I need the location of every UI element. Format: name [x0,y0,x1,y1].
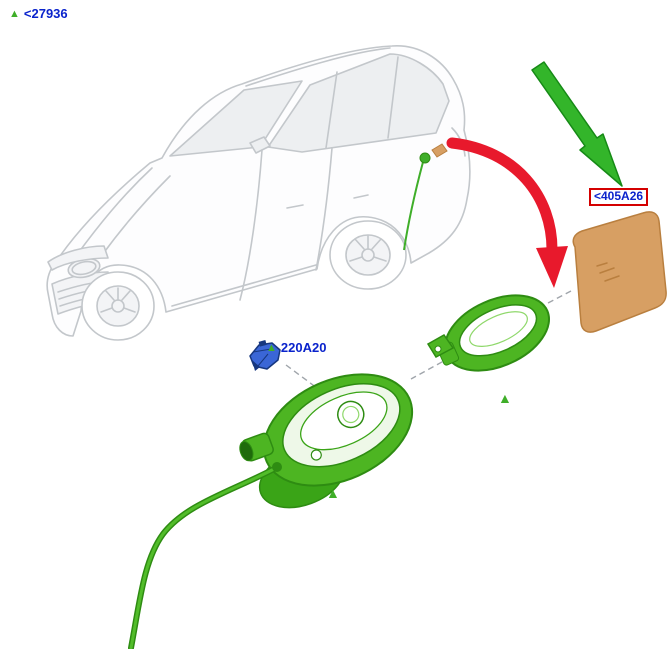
filler-clip-tan [431,143,448,158]
nozzle-opening [239,441,254,462]
car-headlight [47,245,109,271]
assembly-axis-dashes [285,290,572,389]
fuel-door-panel[interactable] [572,211,667,333]
car-windshield [169,80,303,157]
red-arrow-head [536,246,568,288]
car-hood-crease [99,175,171,259]
triangle-marker-icon: ▲ [266,341,277,354]
ring-inner [458,304,538,357]
fuel-filler-housing[interactable] [237,353,430,519]
car-door-handle [286,204,304,209]
filler-neck-hole [337,400,365,429]
part-number-27936[interactable]: <27936 [23,6,68,21]
ring-detail [469,311,528,347]
fuel-door-hinge-ring[interactable] [428,280,561,387]
part-label-405a26[interactable]: <405A26 [589,188,649,207]
spring-bracket[interactable] [426,334,455,358]
release-cable[interactable] [128,462,282,649]
car-roof-rail [245,47,391,87]
spokes [349,235,387,262]
part-label-27936[interactable]: ▲ <27936 [9,6,68,21]
spring-pin [434,345,442,353]
car-c-pillar-line [387,56,399,139]
filler-neck-hole-inner [342,405,360,424]
grommet-shadow [252,360,260,371]
car-door-handle [353,194,369,199]
car-rocker-line [171,264,317,307]
grommet-nub [258,340,267,347]
triangle-marker-icon: ▲ [9,7,20,20]
hinge-spring-part[interactable] [426,334,455,358]
spokes [100,287,136,313]
grommet-facets [252,348,272,367]
dash-segment [410,356,452,380]
latch-hole [310,449,322,461]
triangle-marker: ▲ [498,390,512,406]
rim [345,234,391,276]
rim [96,285,140,327]
cable-outer[interactable] [128,465,279,649]
ford-badge-inner [71,260,97,276]
red-motion-arrow [446,137,568,288]
front-wheel [81,271,155,341]
part-number-405a26[interactable]: <405A26 [594,189,644,203]
rear-wheel [329,220,407,290]
dash-segment [285,364,318,389]
filler-opening-dot [419,152,431,164]
part-number-220a20[interactable]: 220A20 [280,340,327,355]
car-hood-crease [75,167,153,257]
cable-inner [129,466,278,649]
cable-end-fitting [272,462,282,472]
fuel-filler-pipe-highlight [403,143,448,251]
red-arrow-shaft [446,137,558,258]
car-rear-door-line [315,147,333,271]
part-label-220a20[interactable]: ▲ 220A20 [266,340,327,355]
car-b-pillar-line [325,71,338,149]
vehicle-illustration [46,45,471,341]
filler-neck-nozzle[interactable] [237,432,275,464]
cable-grommet[interactable] [249,340,281,371]
dash-segment [547,290,572,304]
housing-face[interactable] [246,353,429,508]
panel-handle-marks [596,262,620,282]
car-side-windows [267,53,450,153]
triangle-marker: ▲ [326,485,340,501]
green-arrow-shape [531,61,623,187]
filler-pipe-line [403,161,424,251]
panel-body[interactable] [572,211,667,333]
car-mirror [249,136,271,154]
green-pointer-arrow [531,61,623,187]
